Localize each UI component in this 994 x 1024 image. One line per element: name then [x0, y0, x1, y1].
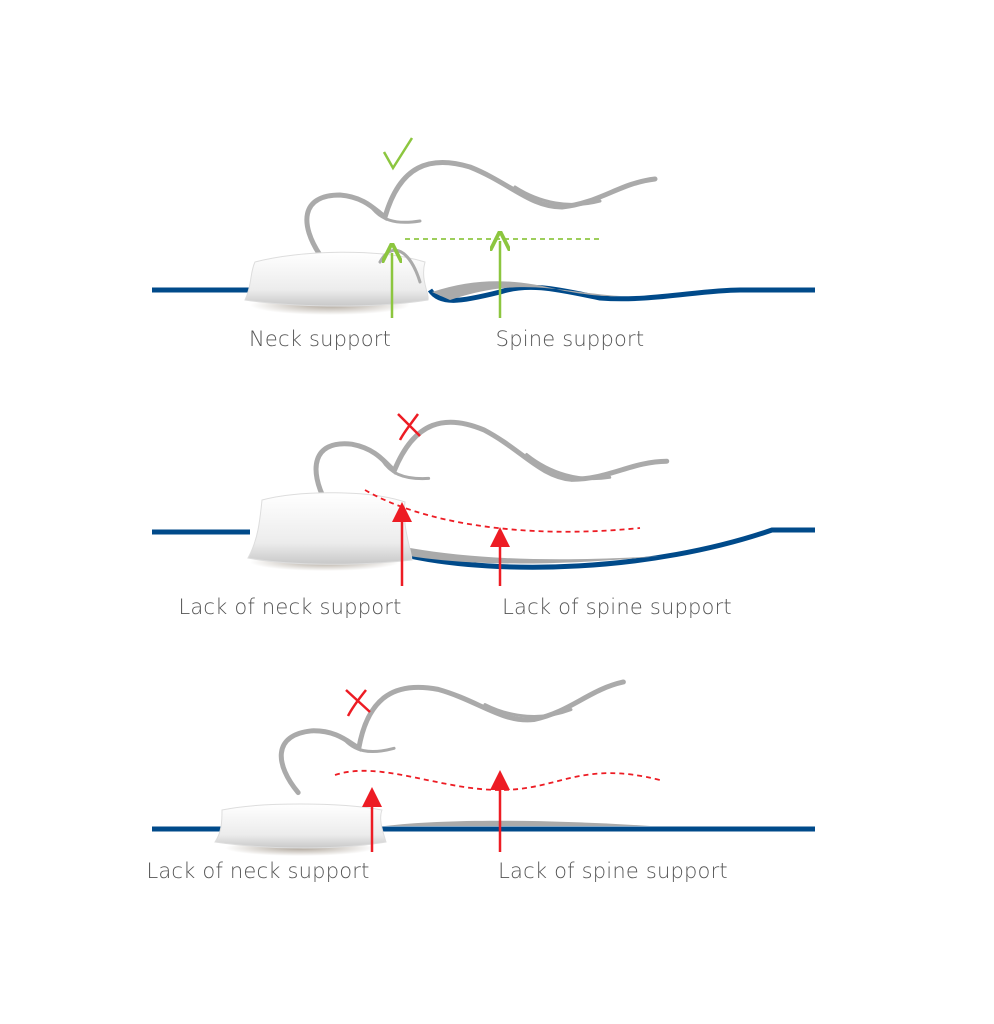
- panel-correct: [152, 137, 815, 318]
- cross-icon: [397, 413, 421, 441]
- pillow: [244, 251, 429, 307]
- sleeper-figure: [307, 162, 655, 255]
- lack-neck-support-label: Lack of neck support: [146, 859, 370, 883]
- panel-too-low-pillow: [152, 666, 815, 856]
- mattress-line: [152, 527, 815, 570]
- spine-support-label: Spine support: [495, 327, 645, 351]
- pillow: [214, 803, 387, 849]
- checkmark-icon: [382, 137, 414, 171]
- panel-too-high-pillow: [152, 408, 815, 586]
- sleeper-figure: [275, 666, 631, 794]
- lack-spine-support-label: Lack of spine support: [498, 859, 728, 883]
- lack-spine-support-label: Lack of spine support: [502, 595, 732, 619]
- cross-icon: [345, 689, 371, 717]
- pillow: [247, 492, 413, 565]
- neck-support-label: Neck support: [248, 327, 392, 351]
- mattress-line: [152, 284, 815, 303]
- lack-neck-support-label: Lack of neck support: [178, 595, 402, 619]
